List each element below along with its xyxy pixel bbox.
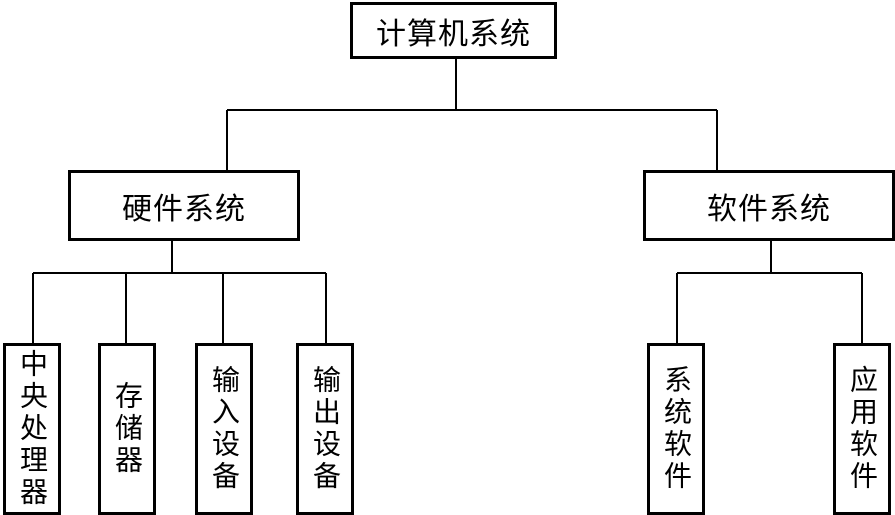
system-software-node-label: 系统软件 — [660, 365, 693, 493]
input-device-node: 输入设备 — [195, 343, 253, 515]
application-software-node-label: 应用软件 — [846, 365, 879, 493]
cpu-node-label: 中央处理器 — [16, 349, 49, 509]
input-device-node-label: 输入设备 — [208, 365, 241, 493]
root-node: 计算机系统 — [350, 2, 557, 59]
output-device-node-label: 输出设备 — [309, 365, 342, 493]
application-software-node: 应用软件 — [833, 343, 891, 515]
system-software-node: 系统软件 — [647, 343, 705, 515]
cpu-node: 中央处理器 — [3, 343, 61, 515]
memory-node: 存储器 — [98, 343, 156, 515]
software-node-label: 软件系统 — [707, 191, 831, 227]
hardware-node-label: 硬件系统 — [122, 191, 246, 227]
software-node: 软件系统 — [643, 170, 895, 241]
output-device-node: 输出设备 — [296, 343, 354, 515]
hardware-node: 硬件系统 — [68, 170, 300, 241]
memory-node-label: 存储器 — [111, 381, 144, 477]
root-node-label: 计算机系统 — [376, 16, 531, 52]
